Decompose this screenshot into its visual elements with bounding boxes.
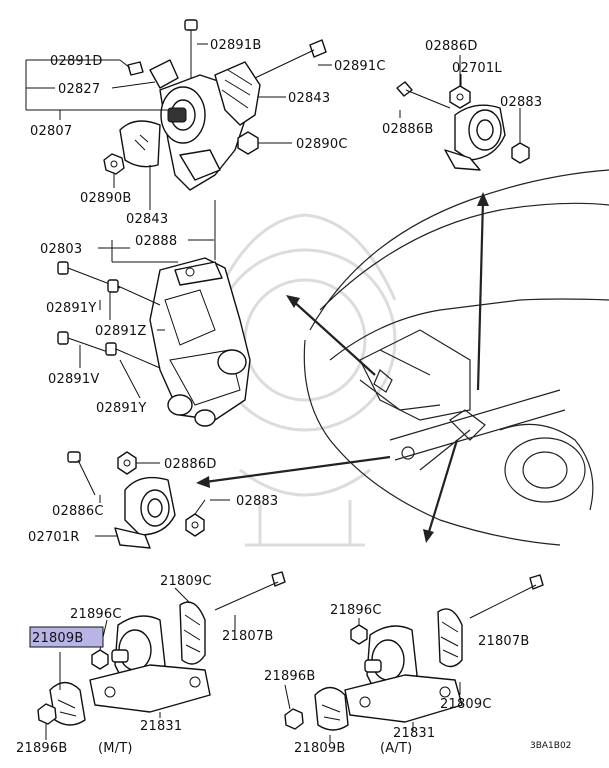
- label-21831-left[interactable]: 21831: [140, 719, 182, 734]
- label-02891y-1[interactable]: 02891Y: [46, 301, 97, 316]
- label-02803[interactable]: 02803: [40, 242, 82, 257]
- upper-left-leaders: [25, 43, 332, 210]
- label-21807b-right[interactable]: 21807B: [478, 634, 529, 649]
- label-02888[interactable]: 02888: [135, 234, 177, 249]
- label-21809c-right[interactable]: 21809C: [440, 697, 492, 712]
- label-02890b[interactable]: 02890B: [80, 191, 131, 206]
- label-02827[interactable]: 02827: [58, 82, 100, 97]
- label-02886d-top[interactable]: 02886D: [425, 39, 478, 54]
- caption-at: (A/T): [380, 741, 412, 756]
- caption-mt: (M/T): [98, 741, 133, 756]
- engine-bracket-assembly: [57, 200, 251, 427]
- label-02807[interactable]: 02807: [30, 124, 72, 139]
- highlight-21809b: [29, 626, 104, 648]
- label-02883-top[interactable]: 02883: [500, 95, 542, 110]
- label-21809b-left[interactable]: 21809B: [32, 631, 83, 646]
- left-mount-assembly: [396, 55, 530, 171]
- right-mount-assembly: [67, 451, 230, 549]
- label-02890c[interactable]: 02890C: [296, 137, 348, 152]
- label-02701r[interactable]: 02701R: [28, 530, 80, 545]
- diagram-id: 3BA1B02: [530, 741, 571, 751]
- locator-arrows: [196, 192, 489, 543]
- mt-mount-assembly: [37, 571, 286, 740]
- label-02891b[interactable]: 02891B: [210, 38, 261, 53]
- watermark: [213, 213, 397, 547]
- label-02843-top[interactable]: 02843: [288, 91, 330, 106]
- label-02891d[interactable]: 02891D: [50, 54, 103, 69]
- label-21896c-left[interactable]: 21896C: [70, 607, 122, 622]
- label-21809b-right[interactable]: 21809B: [294, 741, 345, 756]
- at-mount-assembly: [284, 574, 544, 742]
- label-21807b-left[interactable]: 21807B: [222, 629, 273, 644]
- label-02891c[interactable]: 02891C: [334, 59, 386, 74]
- upper-engine-mount-assembly: [103, 19, 327, 191]
- label-02891v[interactable]: 02891V: [48, 372, 99, 387]
- vehicle-outline: [303, 169, 609, 546]
- label-21896c-right[interactable]: 21896C: [330, 603, 382, 618]
- label-21896b-left[interactable]: 21896B: [16, 741, 67, 756]
- label-02701l[interactable]: 02701L: [452, 61, 502, 76]
- label-21896b-right[interactable]: 21896B: [264, 669, 315, 684]
- label-02886c[interactable]: 02886C: [52, 504, 104, 519]
- label-21831-right[interactable]: 21831: [393, 726, 435, 741]
- label-02886b[interactable]: 02886B: [382, 122, 433, 137]
- part-labels[interactable]: 02891D 02891B 02891C 02827 02843 02807 0…: [16, 38, 571, 756]
- label-02891z[interactable]: 02891Z: [95, 324, 146, 339]
- label-02883-mid[interactable]: 02883: [236, 494, 278, 509]
- label-02843-mid[interactable]: 02843: [126, 212, 168, 227]
- label-21809c-left[interactable]: 21809C: [160, 574, 212, 589]
- label-02886d-mid[interactable]: 02886D: [164, 457, 217, 472]
- label-02891y-2[interactable]: 02891Y: [96, 401, 147, 416]
